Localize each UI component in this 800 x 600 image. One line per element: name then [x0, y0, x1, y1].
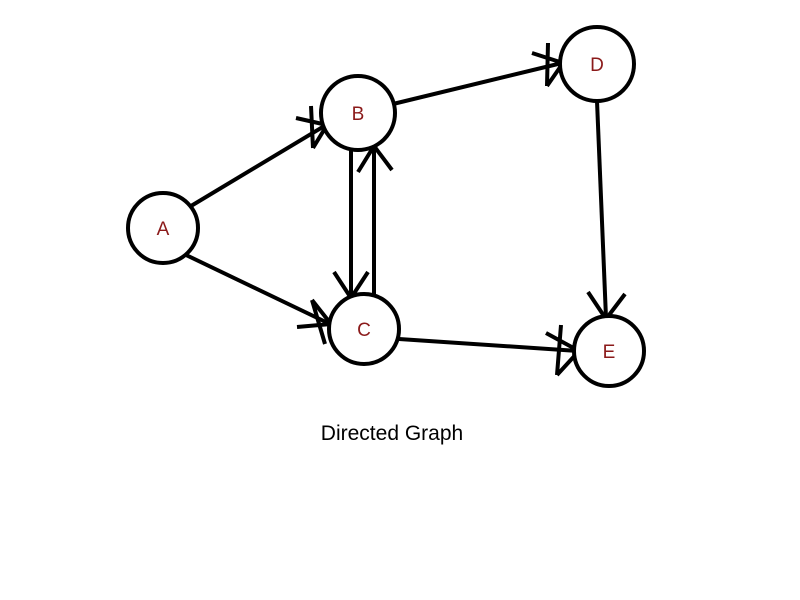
edge-line-b-d	[392, 61, 563, 106]
node-e-circle[interactable]	[572, 314, 646, 388]
edge-b-to-c	[332, 150, 370, 300]
node-b-circle[interactable]	[319, 74, 397, 152]
edges-layer	[185, 42, 627, 377]
node-d-circle[interactable]	[558, 25, 636, 103]
node-c-label: C	[357, 320, 371, 341]
edge-line-c-e	[398, 337, 579, 353]
arrowhead-c-b	[356, 144, 394, 174]
edge-c-to-e	[398, 324, 581, 377]
edge-a-to-c	[185, 253, 333, 345]
node-a[interactable]: A	[126, 191, 200, 265]
arrowhead-a-c	[296, 298, 333, 345]
edge-c-to-b	[356, 144, 394, 296]
edge-b-to-d	[392, 42, 565, 106]
node-e-label: E	[603, 342, 616, 363]
node-c[interactable]: C	[327, 292, 401, 366]
edge-line-d-e	[595, 100, 608, 319]
node-a-label: A	[157, 219, 170, 240]
edge-line-a-b	[189, 123, 328, 208]
node-a-circle[interactable]	[126, 191, 200, 265]
node-e[interactable]: E	[572, 314, 646, 388]
edge-a-to-b	[189, 105, 329, 208]
nodes-layer: A B C D E	[126, 25, 646, 388]
edge-d-to-e	[586, 100, 627, 321]
node-b-label: B	[352, 104, 365, 125]
node-d[interactable]: D	[558, 25, 636, 103]
edge-line-a-c	[185, 253, 331, 326]
node-d-label: D	[590, 55, 604, 76]
graph-title: Directed Graph	[321, 422, 463, 445]
node-b[interactable]: B	[319, 74, 397, 152]
node-c-circle[interactable]	[327, 292, 401, 366]
